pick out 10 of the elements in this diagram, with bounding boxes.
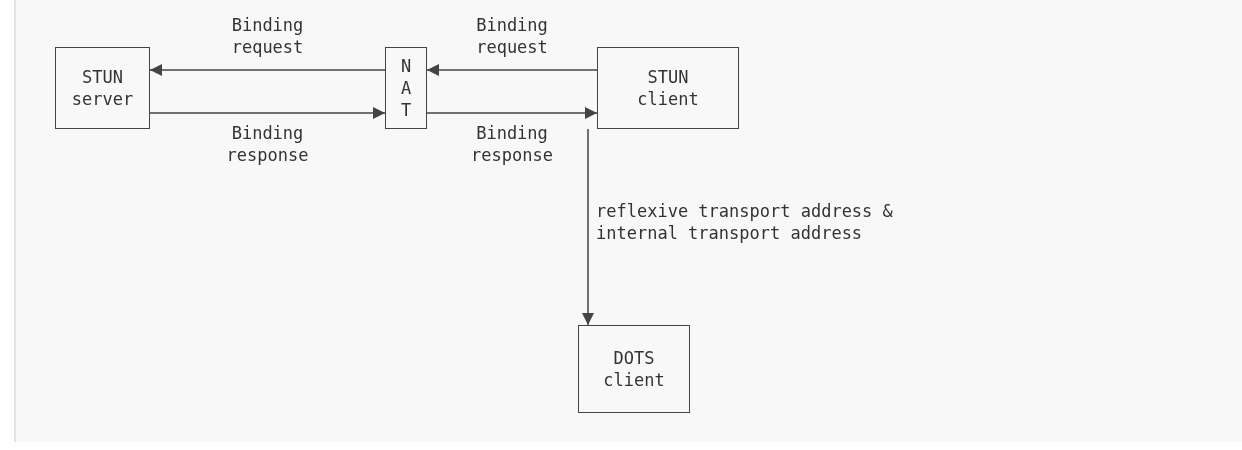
arrow: [149, 64, 386, 76]
arrow: [582, 128, 594, 326]
arrow: [149, 107, 386, 119]
nat-box: N A T: [385, 47, 427, 129]
arrow: [426, 64, 598, 76]
server-box: STUN server: [55, 47, 150, 129]
arrow: [426, 107, 598, 119]
client-box: STUN client: [597, 47, 739, 129]
edge-label: reflexive transport address & internal transport address: [596, 200, 896, 244]
client-box: DOTS client: [578, 325, 690, 413]
